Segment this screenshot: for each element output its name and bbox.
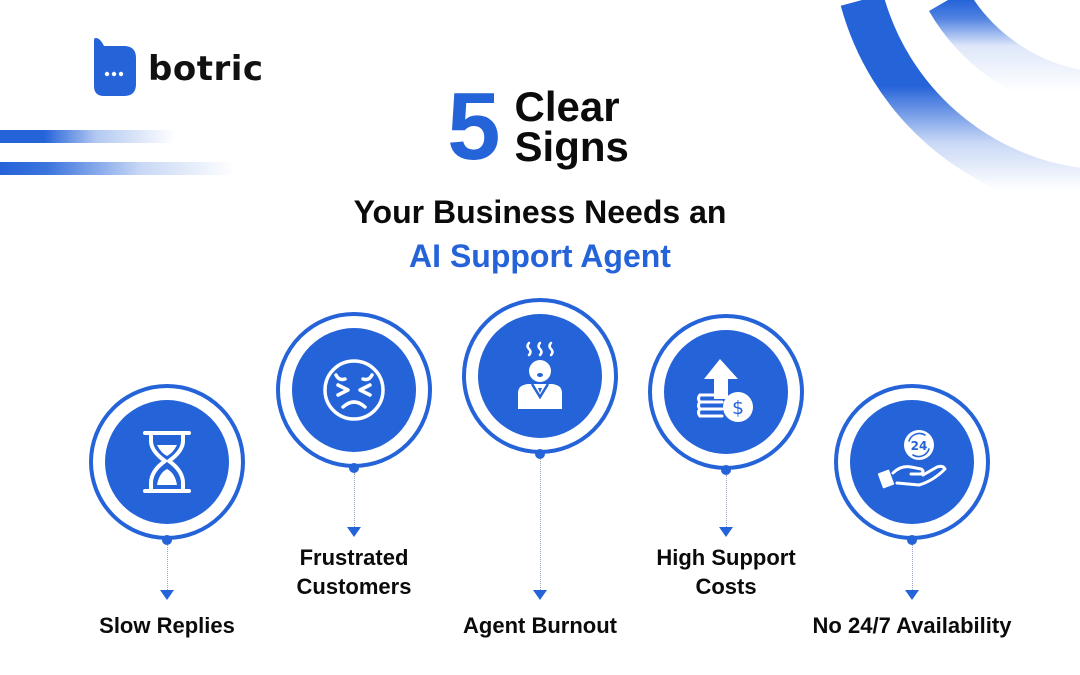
arrow-down-icon bbox=[533, 590, 547, 600]
connector-line bbox=[354, 473, 355, 527]
sign-ring bbox=[276, 312, 432, 468]
connector-dot bbox=[349, 463, 359, 473]
stressed-agent-icon bbox=[518, 341, 562, 409]
subtitle-line1: Your Business Needs an bbox=[353, 194, 727, 230]
sign-ring: 24 bbox=[834, 384, 990, 540]
hand-24-hours-icon: 24 bbox=[877, 430, 947, 489]
sign-label: Slow Replies bbox=[99, 613, 235, 638]
arrow-down-icon bbox=[347, 527, 361, 537]
connector-line bbox=[726, 475, 727, 527]
connector-line bbox=[540, 459, 541, 590]
subtitle-line2: AI Support Agent bbox=[409, 238, 671, 274]
sign-label: High Support Costs bbox=[656, 545, 796, 599]
connector-line bbox=[167, 545, 168, 590]
sign-core: $ bbox=[664, 330, 788, 454]
headline: 5 Clear Signs bbox=[0, 73, 1080, 180]
frustrated-face-icon bbox=[323, 359, 385, 421]
headline-line2: Signs bbox=[514, 123, 629, 170]
connector-dot bbox=[721, 465, 731, 475]
svg-text:$: $ bbox=[732, 397, 744, 419]
connector-dot bbox=[535, 449, 545, 459]
sign-ring bbox=[462, 298, 618, 454]
sign-label: Agent Burnout bbox=[463, 613, 617, 638]
connector-dot bbox=[162, 535, 172, 545]
sign-core bbox=[478, 314, 602, 438]
decorative-line bbox=[0, 130, 175, 143]
sign-label: No 24/7 Availability bbox=[812, 613, 1012, 638]
arrow-down-icon bbox=[719, 527, 733, 537]
svg-text:24: 24 bbox=[911, 439, 928, 453]
decorative-lines bbox=[0, 130, 240, 180]
sign-core bbox=[105, 400, 229, 524]
arrow-down-icon bbox=[905, 590, 919, 600]
arrow-down-icon bbox=[160, 590, 174, 600]
brand-logo: botric bbox=[90, 38, 264, 96]
sign-core bbox=[292, 328, 416, 452]
sign-ring: $ bbox=[648, 314, 804, 470]
decorative-arcs bbox=[840, 0, 1080, 200]
connector-line bbox=[912, 545, 913, 590]
brand-name: botric bbox=[148, 49, 264, 89]
headline-line1: Clear bbox=[514, 83, 620, 130]
headline-number: 5 bbox=[447, 73, 501, 180]
rising-cost-icon: $ bbox=[697, 359, 753, 422]
connector-dot bbox=[907, 535, 917, 545]
chat-bubble-icon bbox=[90, 38, 136, 96]
decorative-line bbox=[0, 162, 235, 175]
sign-core: 24 bbox=[850, 400, 974, 524]
sign-label: Frustrated Customers bbox=[296, 545, 412, 599]
sign-ring bbox=[89, 384, 245, 540]
hourglass-icon bbox=[143, 431, 191, 493]
